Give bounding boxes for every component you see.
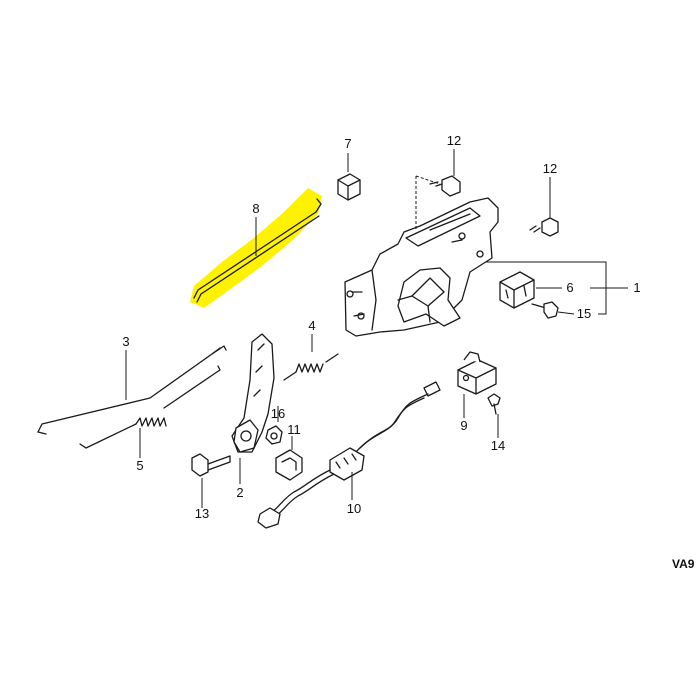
callout-5: 5 [136,458,143,473]
callout-11: 11 [287,422,301,437]
callout-12-right: 12 [543,161,557,176]
callout-15: 15 [577,306,591,321]
callout-4: 4 [308,318,315,333]
part-5-spring [79,365,221,449]
callout-6: 6 [566,280,573,295]
callout-labels: 1 2 3 4 5 6 7 8 9 10 11 12 12 13 14 15 1… [122,133,640,521]
part-16-nut [265,425,283,445]
part-3-rod [37,345,227,435]
callout-10: 10 [347,501,361,516]
callout-1: 1 [633,280,640,295]
part-2-lever [231,333,275,453]
callout-16: 16 [271,406,285,421]
callout-12-upper: 12 [447,133,461,148]
callout-3: 3 [122,334,129,349]
part-13-bolt [191,453,231,477]
part-8-rod [193,198,322,303]
part-6-block [499,271,535,309]
part-10-wire-harness [257,381,441,529]
part-7-clip [337,173,361,201]
part-4-spring [283,353,339,381]
part-12-bolt-right [529,217,559,237]
callout-7: 7 [344,136,351,151]
part-1-control-base [344,175,499,337]
callout-8: 8 [252,201,259,216]
callout-2: 2 [236,485,243,500]
part-9-switch [457,351,497,395]
part-11-clamp [275,449,303,481]
leader-lines [125,149,628,508]
part-12-bolt-upper [429,175,461,197]
part-15-screw [531,301,559,319]
diagram-code: VA9 [672,557,695,571]
part-14-screw [487,393,501,415]
callout-13: 13 [195,506,209,521]
callout-14: 14 [491,438,505,453]
callout-9: 9 [460,418,467,433]
